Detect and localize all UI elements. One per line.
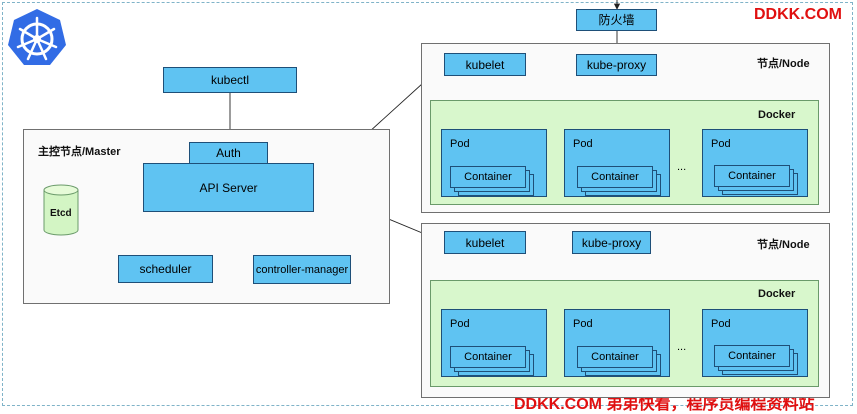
controller-manager-box: controller-manager [253,255,351,284]
kubelet-box-2: kubelet [444,231,526,254]
scheduler-box: scheduler [118,255,213,283]
pod-1-3: Pod Container [702,129,808,197]
watermark-top: DDKK.COM [754,6,842,23]
kubelet-box-1: kubelet [444,53,526,76]
node-title-1: 节点/Node [757,58,810,70]
pod-label: Pod [450,318,470,330]
diagram-frame [2,2,853,406]
docker-title-2: Docker [758,288,796,300]
container-box: Container [450,346,526,368]
kube-proxy-box-2: kube-proxy [572,231,651,254]
auth-box: Auth [189,142,268,164]
pod-2-3: Pod Container [702,309,808,377]
pod-1-1: Pod Container [441,129,547,197]
container-box: Container [714,165,790,187]
etcd-database-icon [43,184,79,236]
docker-title-1: Docker [758,109,796,121]
kubernetes-logo-icon [8,9,66,65]
pod-label: Pod [711,138,731,150]
container-box: Container [577,166,653,188]
pod-label: Pod [573,318,593,330]
etcd-label: Etcd [50,208,72,219]
pod-label: Pod [573,138,593,150]
pod-1-2: Pod Container [564,129,670,197]
pod-label: Pod [450,138,470,150]
pod-ellipsis-1: ... [677,161,687,173]
pod-2-1: Pod Container [441,309,547,377]
watermark-bottom: DDKK.COM 弟弟快看，程序员编程资料站 [514,396,815,413]
kube-proxy-box-1: kube-proxy [576,54,657,76]
master-title: 主控节点/Master [38,146,121,158]
pod-label: Pod [711,318,731,330]
kubectl-box: kubectl [163,67,297,93]
firewall-box: 防火墙 [576,9,657,31]
api-server-box: API Server [143,163,314,212]
container-box: Container [714,345,790,367]
container-box: Container [450,166,526,188]
node-title-2: 节点/Node [757,239,810,251]
pod-2-2: Pod Container [564,309,670,377]
pod-ellipsis-2: ... [677,341,687,353]
container-box: Container [577,346,653,368]
